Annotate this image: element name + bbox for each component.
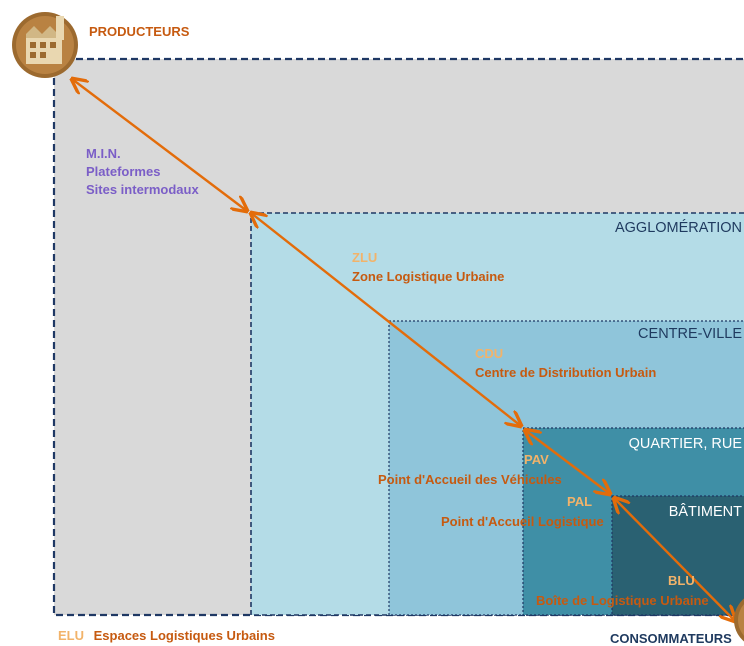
- legend-code: ELU: [58, 628, 84, 643]
- factory-icon: [12, 12, 78, 78]
- cdu-code: CDU: [475, 346, 503, 361]
- batiment-title: BÂTIMENT: [669, 503, 742, 520]
- pav-name: Point d'Accueil des Véhicules: [378, 472, 562, 487]
- zlu-code: ZLU: [352, 250, 377, 265]
- pal-name: Point d'Accueil Logistique: [441, 514, 604, 529]
- arrow-batiment-to-consumers: [614, 498, 735, 621]
- quartier-title: QUARTIER, RUE: [629, 436, 743, 452]
- sites-intermodaux-label: Sites intermodaux: [86, 182, 199, 197]
- centre-ville-title: CENTRE-VILLE: [638, 326, 742, 342]
- consumers-label: CONSOMMATEURS: [610, 631, 732, 646]
- blu-code: BLU: [668, 573, 695, 588]
- arrow-quartier-to-batiment: [525, 430, 610, 494]
- legend-name: Espaces Logistiques Urbains: [94, 628, 275, 643]
- zlu-name: Zone Logistique Urbaine: [352, 269, 504, 284]
- blu-name: Boîte de Logistique Urbaine: [536, 593, 709, 608]
- pal-code: PAL: [567, 494, 592, 509]
- arrow-agglomeration-to-quartier: [251, 213, 521, 426]
- min-label: M.I.N.: [86, 146, 121, 161]
- agglomeration-title: AGGLOMÉRATION: [615, 219, 742, 236]
- legend-label: ELU Espaces Logistiques Urbains: [58, 628, 275, 643]
- producers-label: PRODUCTEURS: [89, 24, 190, 39]
- pav-code: PAV: [524, 452, 549, 467]
- plateformes-label: Plateformes: [86, 164, 160, 179]
- cdu-name: Centre de Distribution Urbain: [475, 365, 656, 380]
- arrow-producers-to-min: [72, 79, 247, 211]
- consumer-icon: [734, 598, 744, 642]
